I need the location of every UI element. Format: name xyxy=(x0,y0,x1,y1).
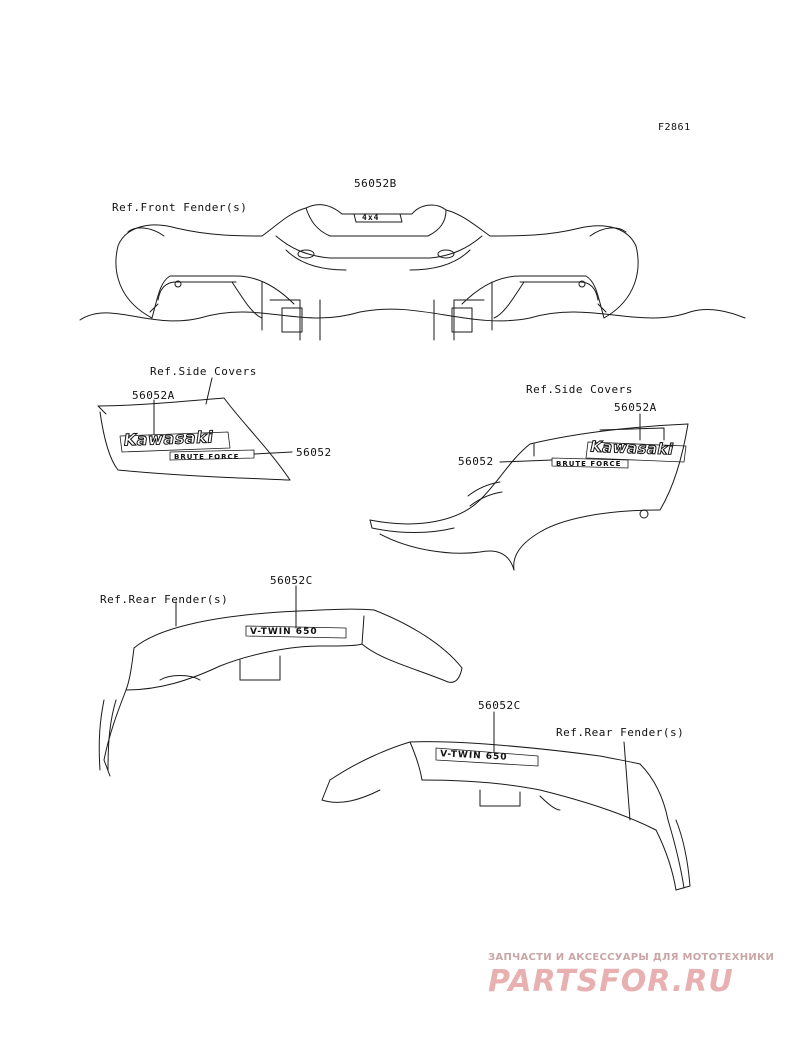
decal-model-left: BRUTE FORCE xyxy=(174,453,240,461)
label-56052c-lower: 56052C xyxy=(478,699,521,712)
label-56052-left: 56052 xyxy=(296,446,332,459)
figure-id: F2861 xyxy=(658,122,691,133)
watermark-tagline: ЗАПЧАСТИ И АКСЕССУАРЫ ДЛЯ МОТОТЕХНИКИ xyxy=(488,952,775,963)
label-ref-front-fender: Ref.Front Fender(s) xyxy=(112,201,248,214)
label-56052a-right: 56052A xyxy=(614,401,657,414)
label-56052c-upper: 56052C xyxy=(270,574,313,587)
front-fender-drawing xyxy=(79,204,746,341)
watermark-logo: PARTSFOR.RU xyxy=(488,964,734,999)
label-ref-side-covers-left: Ref.Side Covers xyxy=(150,365,257,378)
label-ref-rear-fender-upper: Ref.Rear Fender(s) xyxy=(100,593,229,606)
decal-front-badge: 4x4 xyxy=(362,213,380,222)
label-56052-right: 56052 xyxy=(458,455,494,468)
label-56052a-left: 56052A xyxy=(132,389,175,402)
label-ref-side-covers-right: Ref.Side Covers xyxy=(526,383,633,396)
right-side-cover-drawing xyxy=(369,413,689,571)
lower-rear-fender-drawing xyxy=(321,711,691,891)
decal-brand-left: Kawasaki xyxy=(122,427,215,450)
decal-rear-upper: V-TWIN 650 xyxy=(250,627,318,637)
label-ref-rear-fender-lower: Ref.Rear Fender(s) xyxy=(556,726,685,739)
decal-brand-right: Kawasaki xyxy=(588,437,676,459)
decal-model-right: BRUTE FORCE xyxy=(556,460,622,468)
label-56052b: 56052B xyxy=(354,177,397,190)
left-side-cover-drawing xyxy=(97,377,293,481)
upper-rear-fender-drawing xyxy=(98,585,463,777)
